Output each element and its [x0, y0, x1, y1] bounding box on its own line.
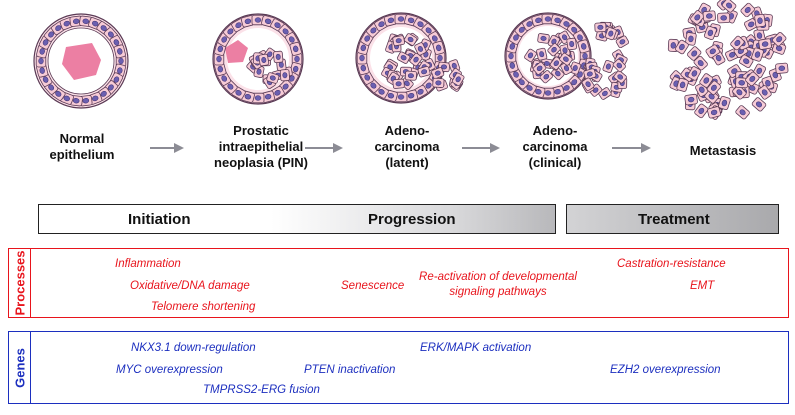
cell-diagrams — [33, 0, 789, 120]
stage-label-latent: Adeno- carcinoma (latent) — [374, 123, 440, 170]
progression-illustration — [33, 0, 789, 153]
process-emt: EMT — [690, 280, 715, 292]
gene-tmprss2-erg-fusion: TMPRSS2-ERG fusion — [203, 384, 320, 396]
metastasis-cell-mass — [667, 0, 789, 120]
stage-arrows — [150, 143, 651, 153]
gene-ezh2-overexpression: EZH2 overexpression — [610, 364, 721, 376]
stage-label-metastasis: Metastasis — [689, 143, 757, 158]
process-telomere-shortening: Telomere shortening — [151, 301, 256, 313]
process-castration-resistance: Castration-resistance — [617, 258, 726, 270]
stage-label-clinical: Adeno- carcinoma (clinical) — [522, 123, 588, 170]
gene-erk-mapk-activation: ERK/MAPK activation — [420, 342, 532, 354]
genes-panel: Genes — [8, 331, 789, 404]
phase-progression: Progression — [368, 211, 456, 228]
stage-label-pin: Prostatic intraepithelial neoplasia (PIN… — [214, 123, 308, 170]
process-senescence: Senescence — [341, 280, 405, 292]
process-inflammation: Inflammation — [115, 258, 181, 270]
gene-nkx31-down-regulation: NKX3.1 down-regulation — [131, 342, 256, 354]
treatment-bar — [566, 204, 779, 234]
processes-tab: Processes — [9, 249, 31, 317]
stage-arrowhead — [333, 143, 343, 153]
processes-panel: Processes — [8, 248, 789, 318]
genes-title: Genes — [12, 347, 28, 388]
stage-arrowhead — [641, 143, 651, 153]
stage-arrowhead — [174, 143, 184, 153]
phase-treatment: Treatment — [638, 211, 710, 228]
gene-myc-overexpression: MYC overexpression — [116, 364, 223, 376]
initiation-progression-bar — [38, 204, 556, 234]
clinical-adenocarcinoma-gland — [504, 12, 630, 100]
process-oxidative-dna-damage: Oxidative/DNA damage — [130, 280, 250, 292]
stage-label-normal: Normal epithelium — [49, 131, 115, 162]
latent-adenocarcinoma-gland — [355, 12, 465, 104]
gene-pten-inactivation: PTEN inactivation — [304, 364, 396, 376]
phase-initiation: Initiation — [128, 211, 191, 228]
processes-title: Processes — [12, 250, 28, 316]
pin-gland — [212, 13, 304, 105]
normal-epithelium-gland — [33, 13, 129, 109]
stage-arrowhead — [490, 143, 500, 153]
process-developmental-signaling: Re-activation of developmental signaling… — [419, 271, 577, 298]
genes-tab: Genes — [9, 332, 31, 403]
